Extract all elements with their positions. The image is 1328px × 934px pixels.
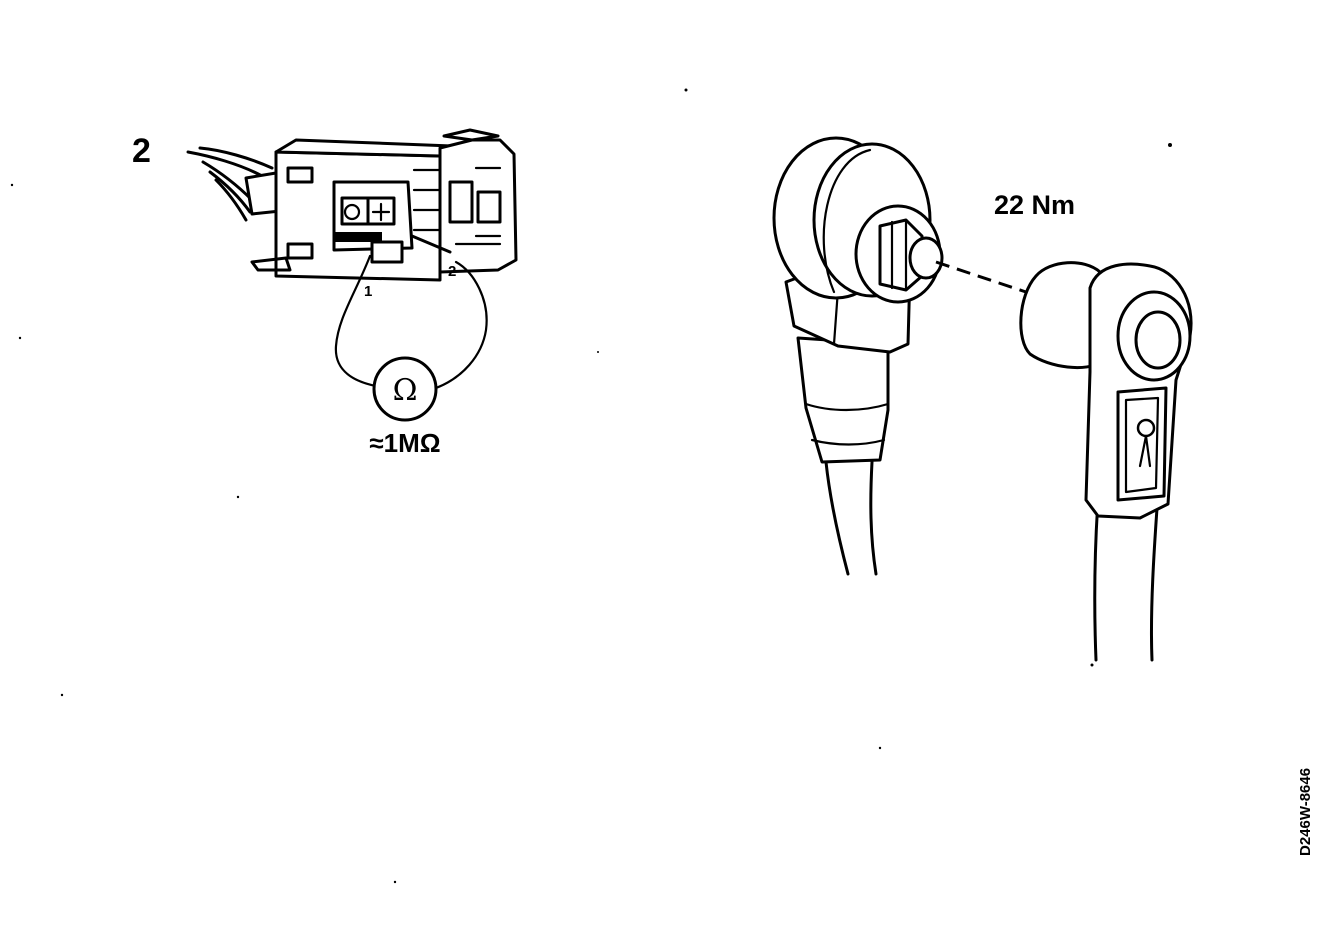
knock-sensor bbox=[772, 136, 944, 576]
mounting-bolt bbox=[854, 204, 944, 304]
ohmmeter: Ω bbox=[372, 356, 438, 422]
step-number: 2 bbox=[132, 132, 151, 170]
resistance-reading: ≈1MΩ bbox=[369, 428, 440, 458]
figure-reference: D246W-8646 bbox=[1297, 768, 1314, 856]
print-specks bbox=[10, 88, 1172, 884]
alignment-line bbox=[935, 260, 1027, 294]
torque-spec: 22 Nm bbox=[994, 190, 1075, 220]
pin-2-label: 2 bbox=[448, 263, 456, 280]
sensor-connector bbox=[186, 128, 518, 282]
pin-1-label: 1 bbox=[364, 283, 372, 300]
ohmmeter-leads bbox=[334, 254, 488, 390]
ohm-symbol: Ω bbox=[393, 373, 418, 408]
torque-wrench bbox=[1019, 261, 1193, 662]
